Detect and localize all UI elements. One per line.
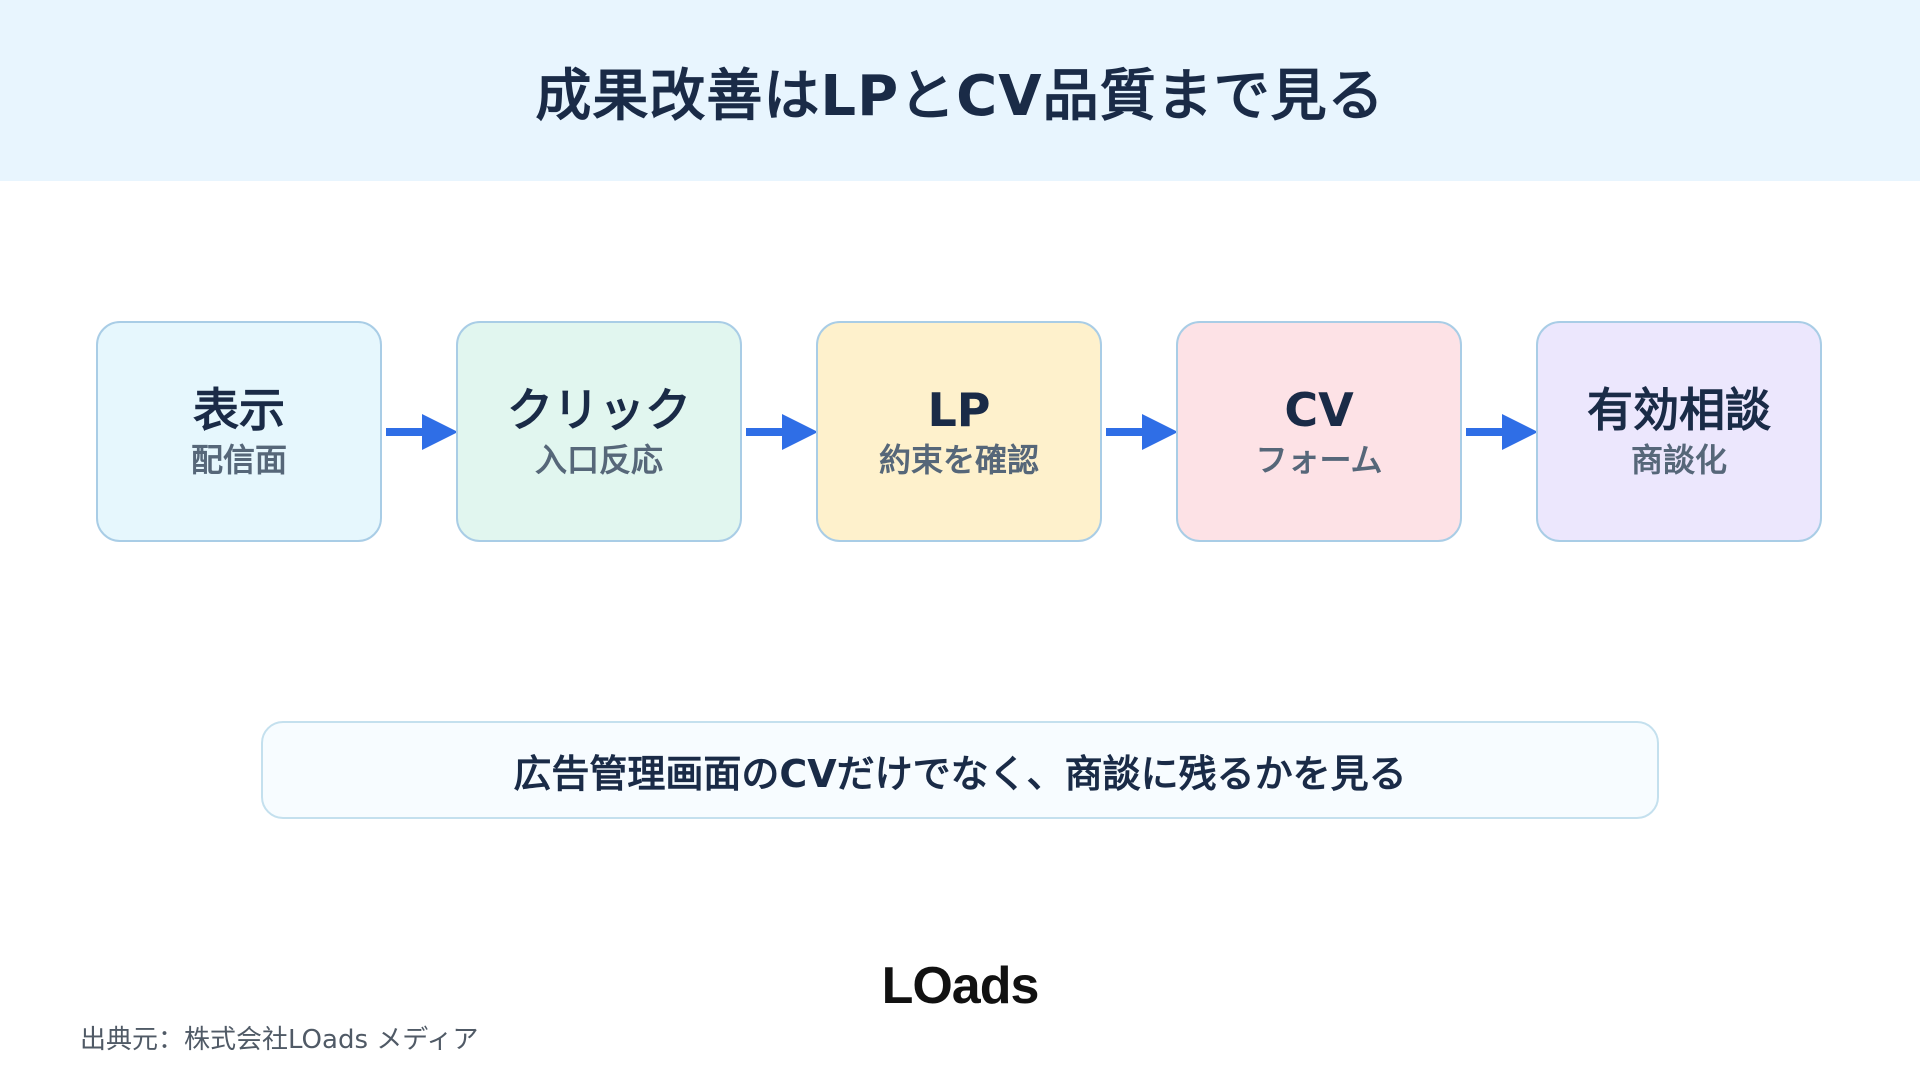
step-label: 有効相談 xyxy=(1587,382,1771,437)
logo-text: LOads xyxy=(882,957,1039,1015)
step-sub: 入口反応 xyxy=(534,441,663,480)
source-caption: 出典元：株式会社LOads メディア xyxy=(80,1025,479,1055)
flow-step-click: クリック 入口反応 xyxy=(456,321,742,542)
note-box: 広告管理画面のCVだけでなく、商談に残るかを見る xyxy=(261,721,1659,819)
step-sub: フォーム xyxy=(1255,441,1383,480)
note-text: 広告管理画面のCVだけでなく、商談に残るかを見る xyxy=(513,751,1407,796)
step-label: LP xyxy=(927,382,991,437)
step-label: クリック xyxy=(507,382,691,437)
flow-step-lp: LP 約束を確認 xyxy=(816,321,1102,542)
step-sub: 配信面 xyxy=(190,441,287,480)
step-sub: 約束を確認 xyxy=(878,441,1039,480)
header-banner: 成果改善はLPとCV品質まで見る xyxy=(0,0,1920,181)
step-sub: 商談化 xyxy=(1630,441,1727,480)
flow-arrow-icon xyxy=(1106,414,1178,450)
flow-step-display: 表示 配信面 xyxy=(96,321,382,542)
page-title: 成果改善はLPとCV品質まで見る xyxy=(535,64,1385,129)
loads-logo: LOads xyxy=(882,957,1040,1015)
step-label: 表示 xyxy=(193,382,285,437)
flow-step-cv: CV フォーム xyxy=(1176,321,1462,542)
flow-arrow-icon xyxy=(386,414,458,450)
flow-arrow-icon xyxy=(1466,414,1538,450)
flow-step-valid-consultation: 有効相談 商談化 xyxy=(1536,321,1822,542)
step-label: CV xyxy=(1284,382,1354,437)
flow-arrow-icon xyxy=(746,414,818,450)
